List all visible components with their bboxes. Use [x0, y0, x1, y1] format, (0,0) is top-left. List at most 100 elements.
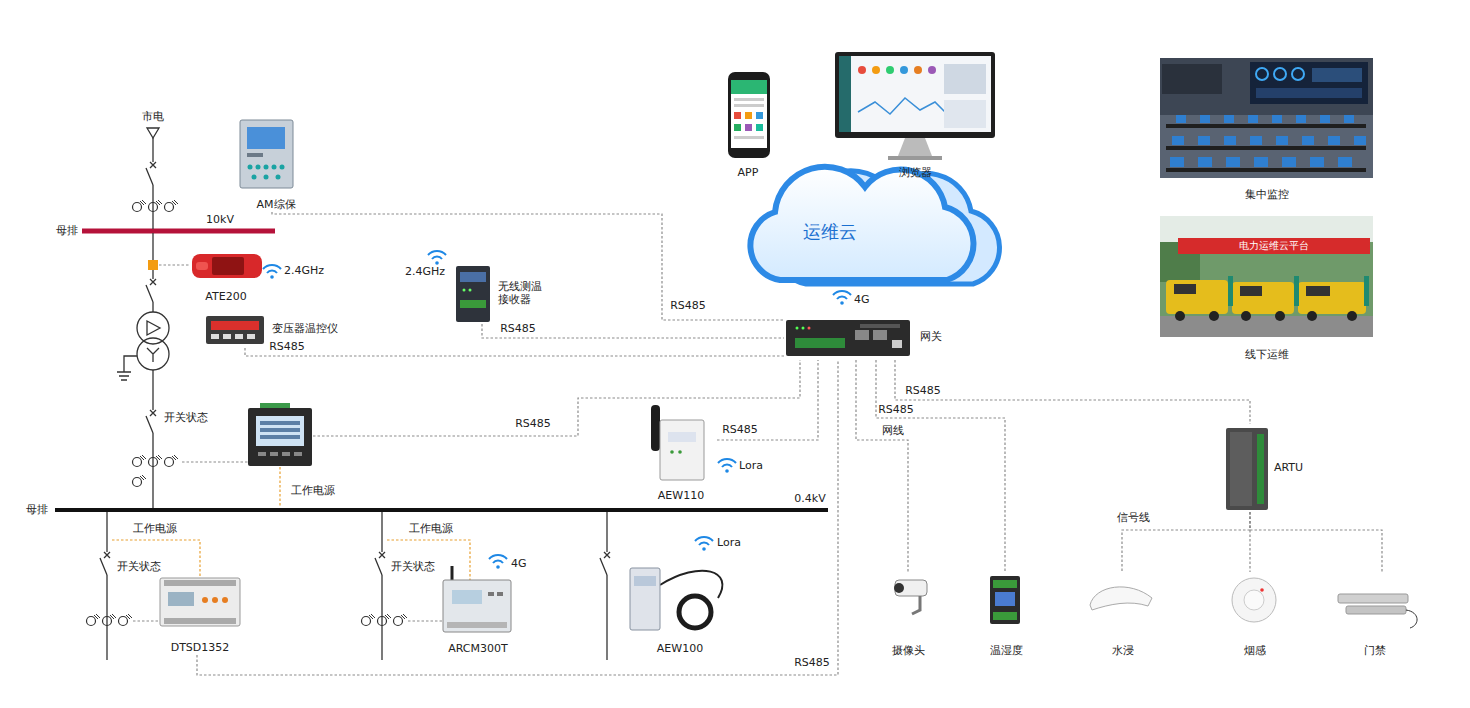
dotted-connector [717, 360, 818, 440]
single-line-wiring [378, 614, 392, 626]
single-line-wiring [133, 200, 147, 212]
single-line-wiring [152, 138, 153, 162]
power-supply-line [387, 540, 470, 580]
temp-controller-picture [235, 334, 243, 339]
clamp-meter-picture [630, 568, 660, 630]
phone-picture [728, 72, 770, 158]
cloud-platform: 运维云 [752, 180, 952, 284]
single-line-wiring [146, 410, 156, 433]
receiver-picture [463, 289, 466, 292]
receiver-picture [460, 300, 486, 308]
gateway-picture [860, 324, 900, 328]
water-sensor-picture [1090, 587, 1152, 610]
sensor-point [148, 260, 158, 270]
door-sensor: 门禁 [1334, 572, 1416, 658]
power-label: 工作电源 [290, 485, 336, 498]
gateway-picture [892, 340, 902, 348]
control-room-photo [1256, 88, 1362, 98]
phone-picture [728, 72, 770, 158]
single-line-wiring [106, 575, 107, 660]
connection-label: 网线 [881, 425, 905, 438]
gateway-picture [786, 320, 910, 356]
wireless-meter-picture [651, 405, 704, 480]
wireless-meter-picture [660, 420, 704, 480]
node-caption: ARCM300T [448, 642, 508, 655]
node-caption: 网关 [920, 330, 942, 343]
protection-relay-picture [247, 127, 285, 149]
protection-relay-picture [276, 175, 281, 180]
connection-label: RS485 [268, 341, 306, 354]
clamp-meter: AEW100 [624, 556, 736, 656]
clamp-meter-picture [679, 596, 711, 628]
phone-picture [734, 136, 764, 139]
field-team-photo [1294, 276, 1299, 306]
rtu-picture [1230, 432, 1252, 506]
phone-picture [756, 124, 763, 131]
system-illustration [833, 291, 851, 305]
protection-relay: AM综保 [236, 116, 316, 212]
rtu-picture [1257, 434, 1264, 504]
signal-label: 开关状态 [163, 412, 209, 425]
din-rail-meter: DTSD1352 [155, 575, 245, 655]
phone-picture [734, 124, 741, 131]
connection-label: RS485 [499, 323, 537, 336]
arc-monitor-picture [488, 592, 494, 596]
control-room-photo [1248, 115, 1258, 123]
system-illustration [718, 459, 736, 473]
control-room-photo [1276, 136, 1288, 145]
system-illustration [489, 555, 507, 569]
gateway-picture [855, 330, 869, 340]
single-line-wiring [165, 200, 179, 212]
single-line-wiring [381, 575, 382, 660]
wireless-meter-picture [651, 405, 660, 451]
din-meter-picture [202, 597, 208, 603]
din-meter-picture [164, 580, 236, 586]
arc-monitor-picture [451, 566, 454, 580]
monitor-picture [839, 56, 851, 132]
dotted-connector [856, 360, 908, 572]
power-supply-line [112, 467, 470, 580]
monitor-picture [858, 66, 866, 74]
monitor-picture [835, 52, 995, 138]
cloud-shape [750, 167, 999, 284]
temp-controller-picture [211, 321, 259, 330]
frequency-label: 2.4GHz [283, 265, 325, 278]
field-team-photo [1160, 216, 1373, 337]
busbar-04kv [55, 508, 828, 512]
control-room-photo [1302, 136, 1314, 145]
monitor-picture [900, 66, 908, 74]
control-room-photo [1338, 157, 1352, 167]
control-room-photo [1320, 115, 1330, 123]
dotted-connector [895, 360, 1250, 424]
din-meter-picture [164, 618, 236, 624]
multifunction-meter-picture [256, 416, 304, 446]
receiver-picture [469, 289, 472, 292]
single-line-wiring [152, 433, 153, 508]
arc-monitor-picture [443, 566, 511, 632]
multifunction-meter-picture [260, 428, 300, 432]
gateway-picture [795, 338, 845, 348]
temp-humidity-sensor: 温湿度 [980, 572, 1032, 658]
connection-label: RS485 [721, 424, 759, 437]
node-caption: 浏览器 [899, 166, 932, 179]
wireless-meter: AEW110 [645, 403, 717, 503]
single-line-wiring [133, 475, 147, 487]
single-line-wiring [117, 356, 137, 380]
control-room-photo [1254, 157, 1268, 167]
single-line-wiring [106, 512, 107, 552]
dotted-connector [272, 212, 784, 320]
node-caption: APP [738, 166, 759, 179]
node-caption: AM综保 [256, 198, 295, 211]
control-room-photo [1166, 124, 1366, 128]
single-line-wiring [606, 512, 607, 552]
field-team-photo [1178, 238, 1370, 254]
phone-picture [734, 104, 764, 107]
gateway-picture [796, 327, 799, 330]
camera-picture [894, 583, 904, 593]
field-team-photo [1364, 276, 1369, 306]
phone-picture [756, 112, 763, 119]
single-line-wiring [147, 321, 160, 335]
monitor-picture [888, 156, 942, 160]
busbar-10kv [82, 229, 275, 234]
control-room-photo [1256, 68, 1268, 80]
